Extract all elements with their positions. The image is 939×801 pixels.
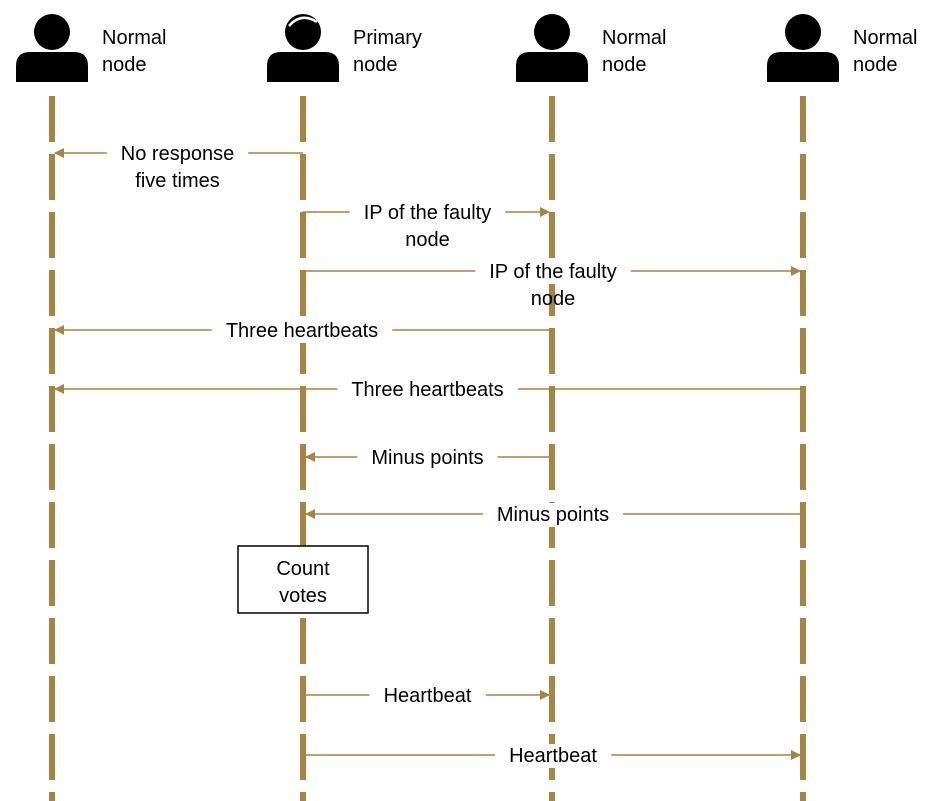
person-icon (16, 14, 88, 82)
actor-label-n2: Normal node (602, 27, 666, 76)
message-label: Minus points (371, 447, 483, 469)
message-label: node (405, 229, 450, 251)
message-label: five times (135, 170, 219, 192)
message-arrow: Three heartbeats (54, 378, 803, 402)
actor-label-line: Primary (353, 27, 422, 49)
actor-label-line: node (853, 54, 898, 76)
message-label: No response (121, 143, 234, 165)
actor-label-line: Normal (602, 27, 666, 49)
message-arrow: Minus points (305, 503, 803, 527)
message-arrow: Heartbeat (303, 684, 550, 708)
message-label-backing (495, 744, 612, 768)
process-box-label: votes (279, 585, 327, 607)
actor-label-line: node (353, 54, 398, 76)
message-label: Heartbeat (384, 685, 472, 707)
person-icon (767, 14, 839, 82)
actor-label-line: node (102, 54, 147, 76)
actor-label-line: node (602, 54, 647, 76)
message-label-backing (475, 260, 631, 284)
message-label-backing (369, 684, 486, 708)
actor-label-n1: Normal node (102, 27, 166, 76)
message-label-backing (357, 446, 498, 470)
message-arrow: Three heartbeats (54, 319, 552, 343)
count-votes-box: Count votes (237, 545, 369, 614)
message-label-backing (482, 503, 624, 527)
process-box-label: Count (276, 558, 330, 580)
message-label-backing (211, 319, 393, 343)
message-label: Three heartbeats (226, 320, 378, 342)
message-label-backing (349, 201, 506, 225)
message-arrow: IP of the faulty node (303, 201, 550, 251)
message-arrow: Minus points (305, 446, 552, 470)
message-label: IP of the faulty (489, 261, 617, 283)
message-arrow: No response five times (54, 142, 303, 192)
person-icon (516, 14, 588, 82)
message-label: Three heartbeats (351, 379, 503, 401)
message-label: Minus points (497, 504, 609, 526)
message-label: node (531, 288, 576, 310)
person-with-hair-icon (267, 14, 339, 82)
message-label-backing (106, 142, 249, 166)
actor-label-line: Normal (102, 27, 166, 49)
actor-label-line: Normal (853, 27, 917, 49)
message-arrow: IP of the faulty node (303, 260, 801, 310)
actor-label-n3: Normal node (853, 27, 917, 76)
message-arrow: Heartbeat (303, 744, 801, 768)
message-label: Heartbeat (509, 745, 597, 767)
actor-label-p: Primary node (353, 27, 422, 76)
message-label-backing (337, 378, 518, 402)
message-label: IP of the faulty (364, 202, 492, 224)
